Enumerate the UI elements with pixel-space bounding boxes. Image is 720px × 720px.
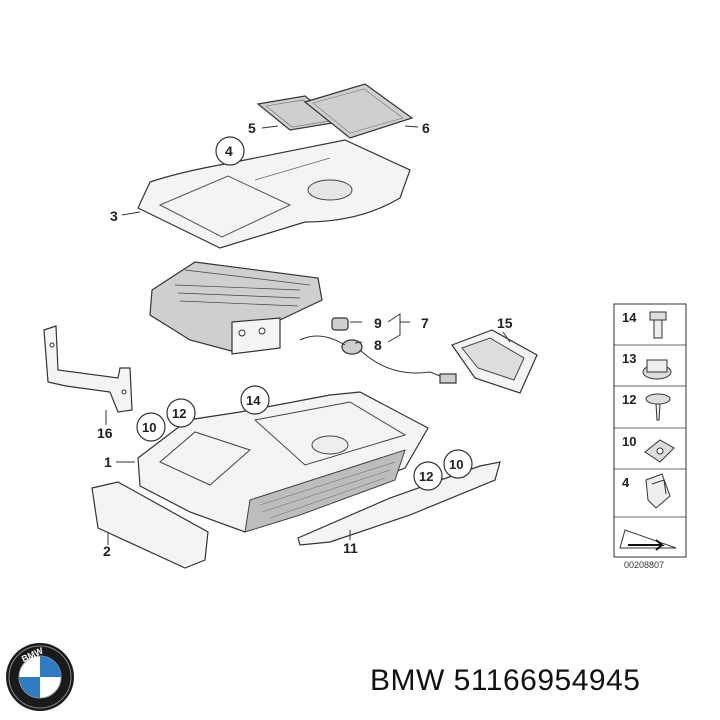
callout-12b: 12 — [419, 469, 433, 484]
callout-14: 14 — [246, 393, 261, 408]
callout-4: 4 — [225, 143, 233, 159]
part-6-mat — [303, 83, 414, 139]
bmw-logo: BMW — [6, 643, 74, 711]
legend-item-12: 12 — [622, 392, 636, 407]
callout-6: 6 — [422, 120, 430, 136]
part-1-housing — [137, 391, 429, 533]
callout-16: 16 — [97, 425, 113, 441]
part-number-label: BMW 51166954945 — [370, 664, 641, 697]
callout-10a: 10 — [142, 420, 156, 435]
legend-item-13: 13 — [622, 351, 636, 366]
callout-8: 8 — [374, 337, 382, 353]
clip-nut-icon — [644, 439, 675, 463]
part-16-bracket — [43, 325, 133, 413]
callout-10a-circle — [136, 412, 166, 442]
callout-11: 11 — [343, 540, 358, 556]
callout-2: 2 — [103, 543, 111, 559]
legend-item-10: 10 — [622, 434, 636, 449]
callout-12a: 12 — [172, 406, 186, 421]
callout-10b: 10 — [449, 457, 463, 472]
callout-9: 9 — [374, 315, 382, 331]
part-2-front-trim — [91, 481, 209, 569]
part-3-lid — [137, 139, 411, 249]
callout-1: 1 — [104, 454, 112, 470]
reference-code: 00208807 — [624, 560, 664, 570]
callout-5: 5 — [248, 120, 256, 136]
callout-15: 15 — [497, 315, 513, 331]
callout-3: 3 — [110, 208, 118, 224]
bolt-icon — [649, 311, 667, 339]
callout-14-circle — [240, 385, 270, 415]
callout-12b-circle — [413, 461, 443, 491]
part-armrest-mechanism — [149, 261, 323, 355]
callout-7: 7 — [421, 315, 429, 331]
callout-4-circle — [215, 136, 245, 166]
fastener-legend: 14 13 12 10 4 — [613, 303, 687, 558]
part-8-cable — [299, 335, 457, 384]
clip-icon — [645, 473, 671, 509]
screw-icon — [645, 393, 671, 421]
callout-12a-circle — [166, 398, 196, 428]
callout-10b-circle — [443, 449, 473, 479]
nut-icon — [642, 359, 672, 380]
legend-item-4: 4 — [622, 475, 630, 490]
legend-item-14: 14 — [622, 310, 637, 325]
part-15-tray — [451, 329, 538, 394]
part-9-socket — [331, 317, 349, 331]
arrow-icon — [619, 529, 677, 551]
leader-lines — [105, 125, 511, 545]
